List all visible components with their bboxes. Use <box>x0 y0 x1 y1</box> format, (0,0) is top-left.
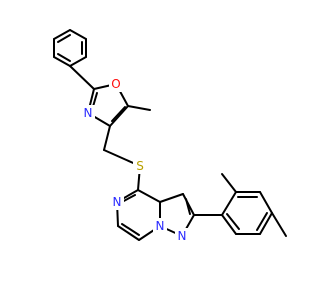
bond <box>117 225 140 241</box>
bond <box>69 56 87 67</box>
pyrazole-nitrogen-atom: N <box>175 228 189 244</box>
bond <box>271 212 287 237</box>
oxazole-nitrogen-atom: N <box>81 105 95 121</box>
oxazole-oxygen-atom: O <box>109 76 123 92</box>
molecule-drawing: O N S N N N <box>53 29 287 244</box>
structure-canvas: O N S N N N <box>53 29 287 244</box>
bond <box>103 125 111 151</box>
thioether-sulfur-atom: S <box>133 158 147 174</box>
bond <box>259 212 273 235</box>
atom-layer: O N S N N N <box>81 76 189 244</box>
bond <box>69 65 95 90</box>
atom-label-n: N <box>84 106 93 120</box>
atom-label-n: N <box>113 195 122 209</box>
atom-label-s: S <box>136 159 144 173</box>
atom-label-n: N <box>178 229 187 243</box>
bond <box>259 191 273 214</box>
bond <box>159 193 184 203</box>
bond <box>57 34 71 43</box>
bond <box>137 189 161 203</box>
bond <box>221 191 237 216</box>
bond <box>69 29 87 40</box>
bridgehead-nitrogen-atom: N <box>153 218 167 234</box>
bond <box>53 29 71 40</box>
bond <box>221 173 237 193</box>
bond <box>221 214 237 235</box>
bond <box>57 53 71 62</box>
bond <box>53 56 71 67</box>
bond <box>111 106 126 122</box>
bond <box>121 223 140 236</box>
bond <box>226 213 240 230</box>
bond <box>256 212 268 231</box>
bond <box>127 105 151 111</box>
pyrazine-nitrogen-atom: N <box>110 194 124 210</box>
atom-label-o: O <box>111 77 120 91</box>
bond <box>109 105 129 127</box>
atom-label-n: N <box>156 219 165 233</box>
bond-layer <box>53 29 287 241</box>
bond <box>185 198 191 215</box>
